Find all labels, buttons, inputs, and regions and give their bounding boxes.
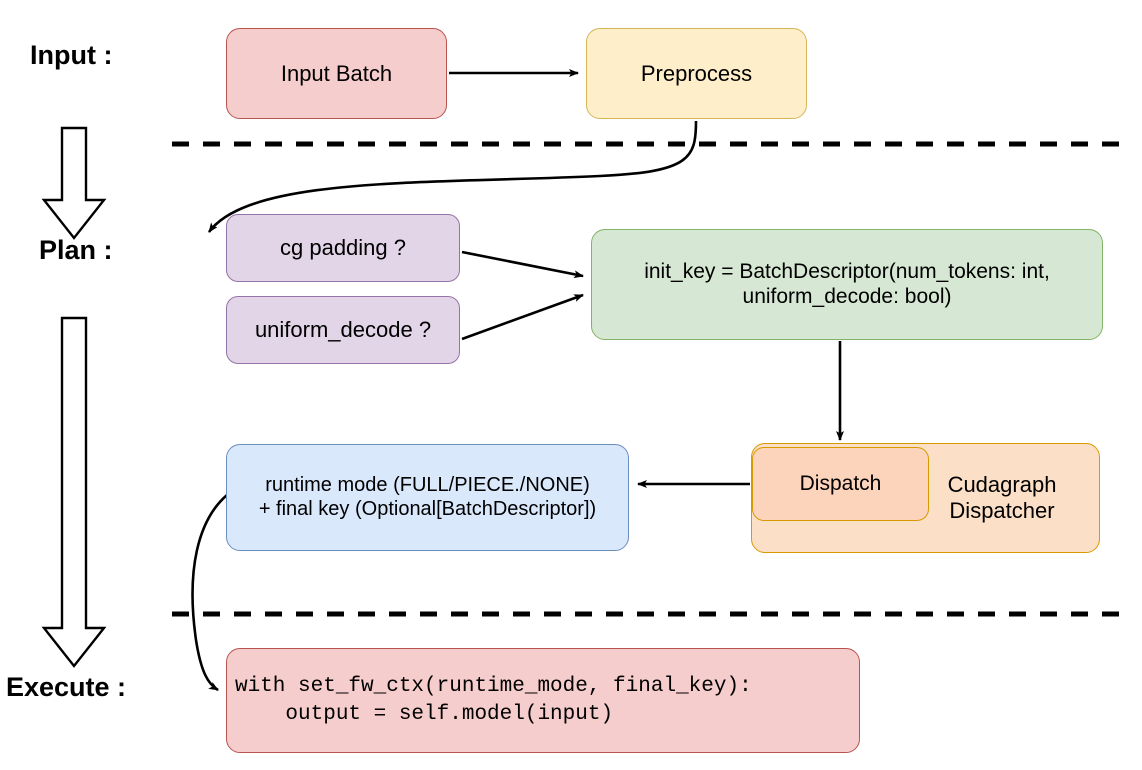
flow-arrow-plan-to-execute: [41, 316, 107, 668]
node-preprocess[interactable]: Preprocess: [586, 28, 807, 119]
node-init-key-label: init_key = BatchDescriptor(num_tokens: i…: [644, 259, 1050, 308]
stage-label-plan: Plan :: [39, 235, 113, 265]
node-dispatch-label: Dispatch: [799, 471, 882, 495]
node-input-batch[interactable]: Input Batch: [226, 28, 447, 119]
node-cudagraph-dispatcher-label: Cudagraph Dispatcher: [947, 472, 1057, 523]
node-runtime-mode[interactable]: runtime mode (FULL/PIECE./NONE) + final …: [226, 444, 629, 551]
node-init-key[interactable]: init_key = BatchDescriptor(num_tokens: i…: [591, 229, 1103, 340]
node-uniform-decode[interactable]: uniform_decode ?: [226, 296, 460, 364]
node-code-snippet-label: with set_fw_ctx(runtime_mode, final_key)…: [235, 674, 752, 726]
node-cg-padding-label: cg padding ?: [280, 235, 406, 261]
edge-runtime-mode-to-code: [191, 494, 228, 692]
edge-cg-padding-to-init-key: [461, 250, 584, 279]
stage-label-input: Input :: [30, 40, 113, 70]
node-runtime-mode-label: runtime mode (FULL/PIECE./NONE) + final …: [258, 473, 597, 520]
node-input-batch-label: Input Batch: [280, 60, 393, 86]
node-dispatch[interactable]: Dispatch: [752, 447, 929, 521]
node-uniform-decode-label: uniform_decode ?: [254, 317, 432, 343]
stage-label-execute: Execute :: [6, 672, 127, 702]
node-code-snippet[interactable]: with set_fw_ctx(runtime_mode, final_key)…: [226, 648, 860, 753]
node-cg-padding[interactable]: cg padding ?: [226, 214, 460, 282]
flow-arrow-input-to-plan: [41, 126, 107, 240]
node-preprocess-label: Preprocess: [640, 60, 753, 86]
edge-uniform-decode-to-init-key: [461, 293, 584, 341]
